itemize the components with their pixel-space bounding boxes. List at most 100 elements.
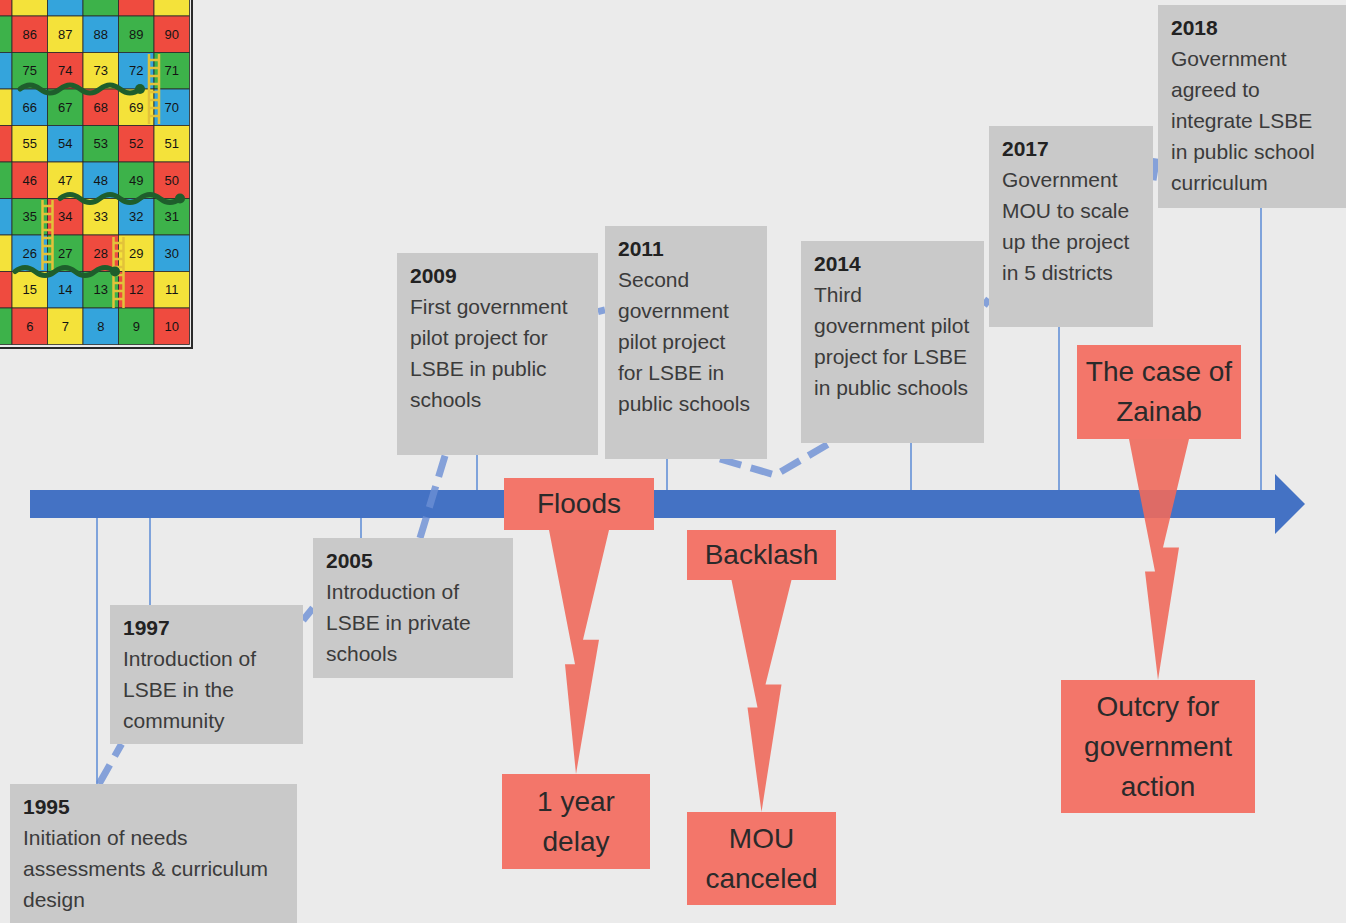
board-cell	[12, 126, 48, 163]
board-number: 10	[154, 308, 190, 345]
milestone-box: 2005Introduction of LSBE in private scho…	[313, 538, 513, 678]
year-heading: 2005	[326, 545, 501, 576]
event-label: Backlash	[705, 535, 819, 575]
lightning-arrow	[549, 530, 609, 774]
event-label: The case of Zainab	[1085, 352, 1233, 432]
board-number: 51	[154, 126, 190, 163]
board-number: 13	[83, 272, 119, 309]
board-number: 34	[48, 199, 84, 236]
board-cell	[154, 235, 190, 272]
board-cell	[12, 16, 48, 53]
board-number: 86	[12, 16, 48, 53]
board-number: 28	[83, 235, 119, 272]
board-number: 33	[83, 199, 119, 236]
milestone-box: 2009First government pilot project for L…	[397, 253, 598, 455]
board-number: 11	[154, 272, 190, 309]
board-number: 48	[83, 162, 119, 199]
milestone-description: Introduction of LSBE in private schools	[326, 576, 501, 669]
board-number: 50	[154, 162, 190, 199]
dashed-path	[598, 310, 605, 312]
snakes	[15, 85, 180, 276]
year-heading: 1995	[23, 791, 285, 822]
milestone-box: 2017Government MOU to scale up the proje…	[989, 126, 1153, 327]
board-number: 53	[83, 126, 119, 163]
lightning-arrow	[732, 580, 792, 812]
board-cell	[119, 199, 155, 236]
board-cell	[0, 53, 12, 90]
board-cell	[83, 126, 119, 163]
milestone-box: 2018Government agreed to integrate LSBE …	[1158, 5, 1346, 208]
milestone-description: First government pilot project for LSBE …	[410, 291, 586, 415]
board-number: 7	[48, 308, 84, 345]
milestone-box: 2011Second government pilot project for …	[605, 226, 767, 459]
board-cell	[0, 16, 12, 53]
event-box: Backlash	[687, 530, 836, 580]
event-box: The case of Zainab	[1077, 345, 1241, 439]
board-number: 54	[48, 126, 84, 163]
board-number: 73	[83, 53, 119, 90]
board-number: 90	[154, 16, 190, 53]
dashed-path	[99, 744, 122, 784]
year-heading: 2011	[618, 233, 755, 264]
year-heading: 1997	[123, 612, 291, 643]
board-cell	[119, 126, 155, 163]
milestone-description: Introduction of LSBE in the community	[123, 643, 291, 736]
event-label: MOU canceled	[695, 819, 828, 899]
board-cell	[83, 16, 119, 53]
dashed-path	[420, 455, 445, 538]
milestone-description: Initiation of needs assessments & curric…	[23, 822, 285, 915]
milestone-description: Third government pilot project for LSBE …	[814, 279, 972, 403]
board-cell	[0, 126, 12, 163]
board-number: 15	[12, 272, 48, 309]
year-heading: 2018	[1171, 12, 1334, 43]
event-box: Outcry for government action	[1061, 680, 1255, 813]
board-number: 6	[12, 308, 48, 345]
board-number: 68	[83, 89, 119, 126]
event-box: 1 year delay	[502, 774, 650, 869]
milestone-description: Government MOU to scale up the project i…	[1002, 164, 1141, 288]
event-label: Floods	[537, 484, 621, 524]
board-number: 70	[154, 89, 190, 126]
milestone-box: 2014Third government pilot project for L…	[801, 241, 984, 443]
event-label: 1 year delay	[510, 782, 642, 862]
year-heading: 2017	[1002, 133, 1141, 164]
board-cell	[154, 16, 190, 53]
board-number: 30	[154, 235, 190, 272]
board-cell	[48, 272, 84, 309]
board-number: 74	[48, 53, 84, 90]
board-number: 49	[119, 162, 155, 199]
board-number: 72	[119, 53, 155, 90]
year-heading: 2009	[410, 260, 586, 291]
board-cell	[0, 162, 12, 199]
board-number: 46	[12, 162, 48, 199]
board-number: 75	[12, 53, 48, 90]
board-number: 71	[154, 53, 190, 90]
board-cell	[119, 16, 155, 53]
board-cell	[154, 126, 190, 163]
dashed-path	[303, 608, 313, 620]
milestone-description: Second government pilot project for LSBE…	[618, 264, 755, 419]
event-label: Outcry for government action	[1069, 687, 1247, 807]
board-number: 47	[48, 162, 84, 199]
milestone-box: 1995Initiation of needs assessments & cu…	[10, 784, 297, 923]
milestone-box: 1997Introduction of LSBE in the communit…	[110, 605, 303, 744]
board-cell	[119, 308, 155, 345]
board-number: 31	[154, 199, 190, 236]
board-number: 32	[119, 199, 155, 236]
board-number: 88	[83, 16, 119, 53]
board-cell	[119, 0, 155, 16]
board-cell	[0, 272, 12, 309]
event-box: Floods	[504, 478, 654, 530]
board-number: 87	[48, 16, 84, 53]
board-cell	[48, 126, 84, 163]
board-cell	[154, 162, 190, 199]
board-cell	[48, 308, 84, 345]
board-cell	[83, 0, 119, 16]
board-number: 27	[48, 235, 84, 272]
board-cell	[12, 162, 48, 199]
lightning-arrow	[1129, 439, 1189, 680]
board-number: 29	[119, 235, 155, 272]
event-box: MOU canceled	[687, 812, 836, 905]
board-edge	[0, 0, 192, 348]
board-number: 55	[12, 126, 48, 163]
